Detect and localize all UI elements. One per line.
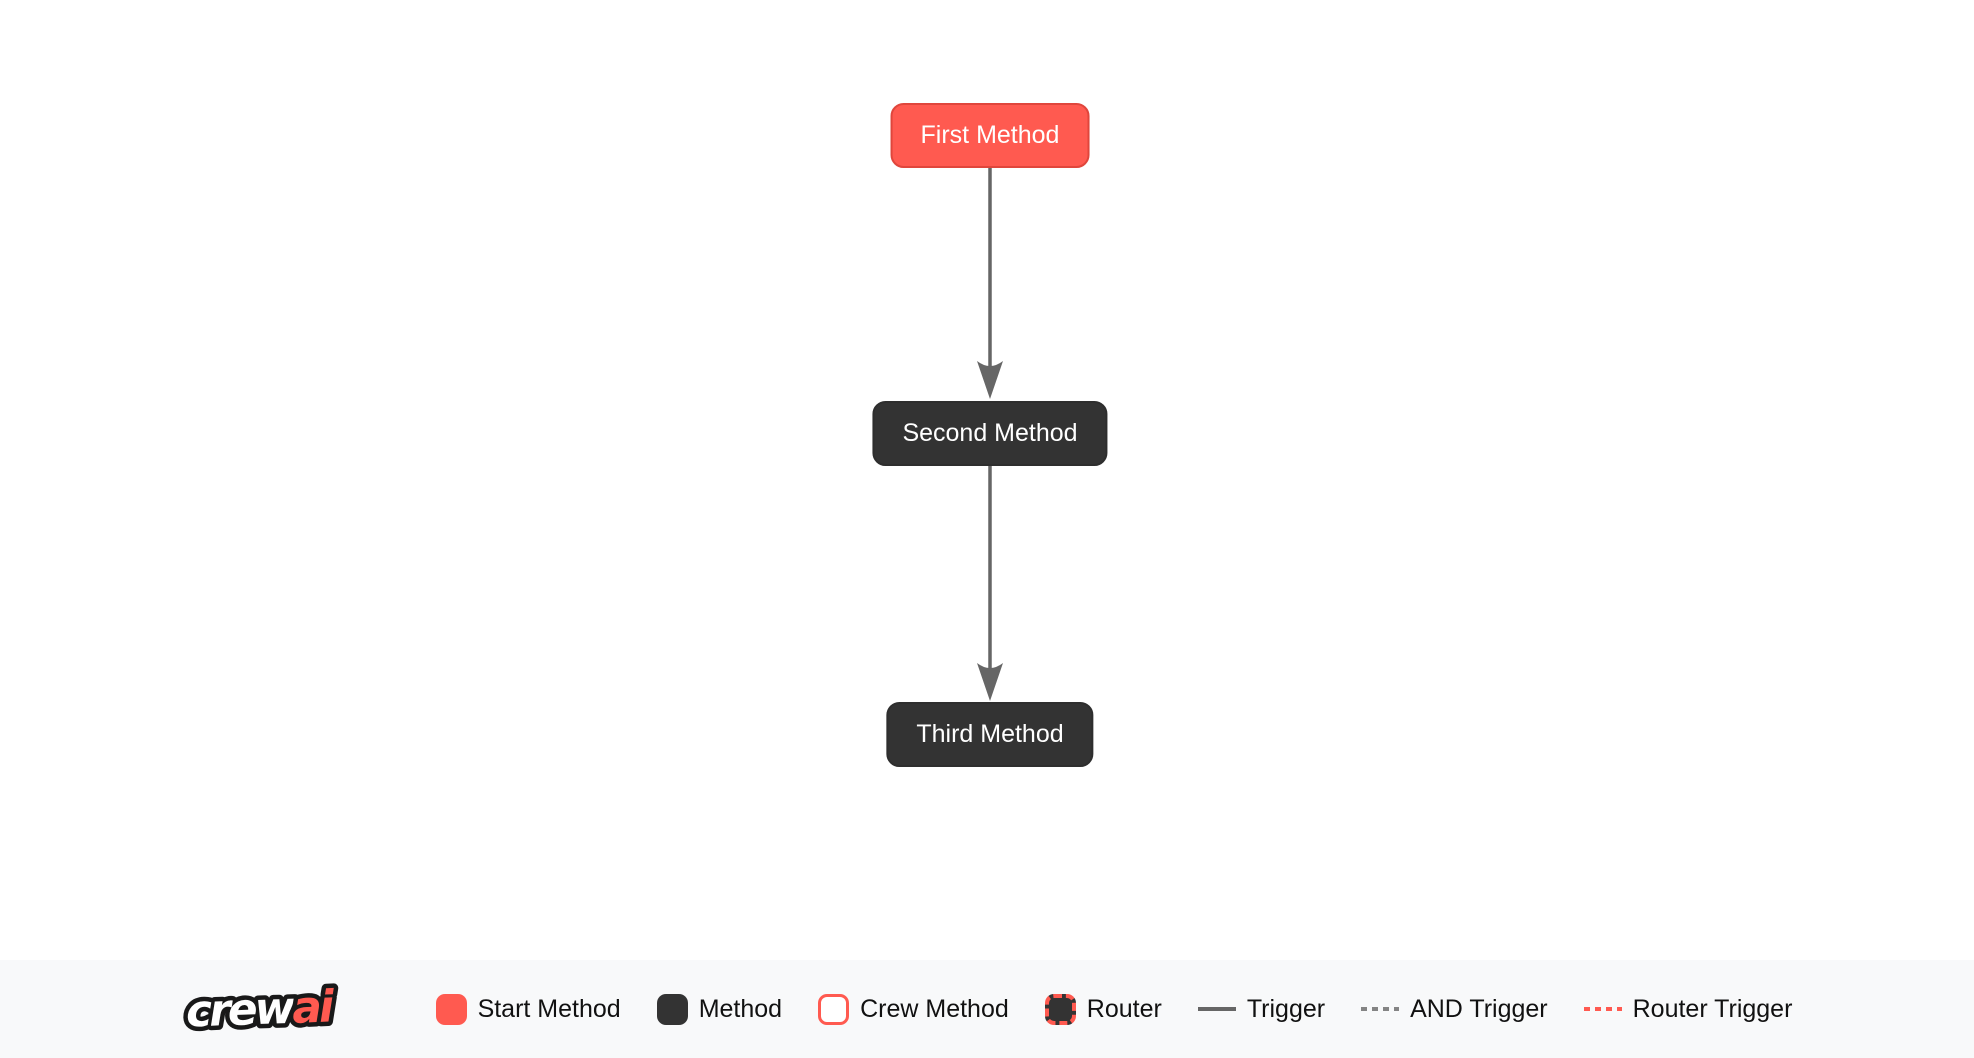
legend-item-router: Router	[1044, 993, 1162, 1025]
flow-canvas[interactable]: First Method Second Method Third Method	[0, 0, 1974, 960]
legend-item-start-method: Start Method	[435, 993, 621, 1025]
trigger-edge-second-to-third	[977, 465, 1003, 701]
trigger-edge-first-to-second	[977, 166, 1003, 399]
legend-label: Method	[698, 994, 783, 1023]
svg-text:crewai: crewai	[185, 981, 336, 1037]
legend-label: Start Method	[477, 994, 621, 1023]
crew-method-swatch-icon	[818, 993, 850, 1025]
trigger-line-icon	[1197, 1007, 1236, 1011]
edge-arrowhead-icon	[977, 663, 1003, 701]
edge-arrowhead-icon	[977, 361, 1003, 399]
crewai-logo: crewai	[180, 972, 394, 1046]
legend-item-crew-method: Crew Method	[818, 993, 1009, 1025]
flow-node-third-method[interactable]: Third Method	[886, 702, 1094, 767]
flow-node-first-method[interactable]: First Method	[890, 103, 1090, 168]
method-swatch-icon	[656, 993, 688, 1025]
legend-item-and-trigger: AND Trigger	[1361, 995, 1548, 1024]
legend-label: Crew Method	[860, 994, 1009, 1023]
legend-label: Trigger	[1246, 994, 1326, 1023]
crewai-logo-icon: crewai	[180, 976, 340, 1041]
legend-item-method: Method	[656, 993, 783, 1025]
legend-bar: crewai Start Method Method Crew Method R…	[0, 960, 1974, 1058]
flow-node-second-method[interactable]: Second Method	[872, 401, 1108, 466]
legend-label: Router	[1086, 994, 1162, 1023]
router-trigger-line-icon	[1583, 1007, 1622, 1011]
legend-item-router-trigger: Router Trigger	[1583, 994, 1793, 1024]
legend-label: AND Trigger	[1410, 994, 1548, 1023]
legend-item-trigger: Trigger	[1197, 994, 1326, 1024]
start-method-swatch-icon	[435, 993, 467, 1025]
legend-label: Router Trigger	[1632, 994, 1793, 1023]
and-trigger-line-icon	[1361, 1007, 1400, 1011]
router-swatch-icon	[1044, 993, 1076, 1025]
